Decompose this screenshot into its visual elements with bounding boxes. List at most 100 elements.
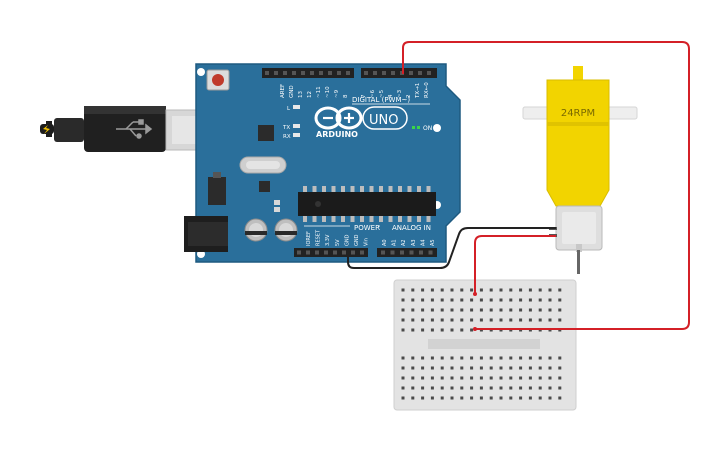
breadboard-hole[interactable] [519, 356, 523, 360]
breadboard-hole[interactable] [548, 356, 552, 360]
breadboard-hole[interactable] [430, 308, 434, 312]
breadboard-hole[interactable] [519, 318, 523, 322]
header-pin-hole[interactable] [301, 71, 305, 75]
breadboard-hole[interactable] [411, 396, 415, 400]
breadboard-hole[interactable] [470, 396, 474, 400]
reset-button-cap[interactable] [212, 74, 224, 86]
breadboard-hole[interactable] [430, 328, 434, 332]
header-pin-hole[interactable] [310, 71, 314, 75]
breadboard-hole[interactable] [440, 386, 444, 390]
header-pin-hole[interactable] [297, 250, 301, 255]
breadboard-hole[interactable] [411, 298, 415, 302]
breadboard-hole[interactable] [460, 376, 464, 380]
breadboard-hole[interactable] [558, 288, 562, 292]
breadboard-hole[interactable] [489, 356, 493, 360]
breadboard-hole[interactable] [538, 318, 542, 322]
breadboard-hole[interactable] [470, 308, 474, 312]
header-pin-hole[interactable] [427, 71, 431, 75]
header-pin-hole[interactable] [400, 250, 404, 255]
breadboard-hole[interactable] [470, 386, 474, 390]
breadboard-hole[interactable] [430, 288, 434, 292]
breadboard-hole[interactable] [460, 308, 464, 312]
breadboard-hole[interactable] [489, 308, 493, 312]
breadboard-hole[interactable] [440, 298, 444, 302]
header-pin-hole[interactable] [391, 71, 395, 75]
breadboard-hole[interactable] [440, 288, 444, 292]
breadboard-hole[interactable] [470, 328, 474, 332]
breadboard-hole[interactable] [450, 386, 454, 390]
breadboard-hole[interactable] [401, 376, 405, 380]
breadboard-hole[interactable] [450, 318, 454, 322]
header-pin-hole[interactable] [418, 71, 422, 75]
breadboard-hole[interactable] [411, 288, 415, 292]
breadboard-hole[interactable] [538, 386, 542, 390]
breadboard-hole[interactable] [479, 366, 483, 370]
breadboard-hole[interactable] [421, 298, 425, 302]
breadboard-hole[interactable] [558, 356, 562, 360]
breadboard-hole[interactable] [460, 386, 464, 390]
breadboard-hole[interactable] [499, 386, 503, 390]
breadboard-hole[interactable] [440, 356, 444, 360]
breadboard-hole[interactable] [519, 308, 523, 312]
breadboard-hole[interactable] [489, 386, 493, 390]
breadboard-hole[interactable] [421, 366, 425, 370]
breadboard-hole[interactable] [509, 376, 513, 380]
breadboard-hole[interactable] [499, 308, 503, 312]
breadboard-hole[interactable] [460, 328, 464, 332]
breadboard-hole[interactable] [528, 356, 532, 360]
breadboard-hole[interactable] [411, 328, 415, 332]
breadboard-hole[interactable] [558, 298, 562, 302]
breadboard-hole[interactable] [450, 366, 454, 370]
breadboard-hole[interactable] [538, 376, 542, 380]
breadboard-hole[interactable] [479, 288, 483, 292]
breadboard-hole[interactable] [528, 288, 532, 292]
power-header[interactable] [294, 248, 368, 257]
header-pin-hole[interactable] [292, 71, 296, 75]
breadboard-hole[interactable] [479, 376, 483, 380]
mini-breadboard[interactable] [393, 279, 577, 411]
breadboard-hole[interactable] [421, 396, 425, 400]
breadboard-hole[interactable] [430, 298, 434, 302]
breadboard-hole[interactable] [421, 288, 425, 292]
breadboard-hole[interactable] [460, 366, 464, 370]
breadboard-hole[interactable] [519, 386, 523, 390]
breadboard-hole[interactable] [489, 376, 493, 380]
wires[interactable] [347, 41, 690, 331]
breadboard-hole[interactable] [430, 366, 434, 370]
breadboard-hole[interactable] [450, 298, 454, 302]
header-pin-hole[interactable] [342, 250, 346, 255]
breadboard-hole[interactable] [460, 318, 464, 322]
breadboard-hole[interactable] [528, 318, 532, 322]
breadboard-hole[interactable] [421, 318, 425, 322]
header-pin-hole[interactable] [381, 250, 385, 255]
breadboard-hole[interactable] [470, 318, 474, 322]
breadboard-hole[interactable] [450, 328, 454, 332]
breadboard-hole[interactable] [548, 396, 552, 400]
bottom-pin-holes[interactable] [297, 250, 433, 255]
digital-header[interactable] [262, 68, 437, 78]
breadboard-hole[interactable] [401, 308, 405, 312]
header-pin-hole[interactable] [419, 250, 423, 255]
breadboard-hole[interactable] [558, 318, 562, 322]
breadboard-hole[interactable] [401, 366, 405, 370]
breadboard-hole[interactable] [450, 396, 454, 400]
breadboard-hole[interactable] [499, 396, 503, 400]
breadboard-hole[interactable] [440, 366, 444, 370]
breadboard-hole[interactable] [499, 356, 503, 360]
breadboard-hole[interactable] [479, 396, 483, 400]
breadboard-hole[interactable] [450, 288, 454, 292]
breadboard-hole[interactable] [548, 376, 552, 380]
breadboard-hole[interactable] [519, 288, 523, 292]
breadboard-hole[interactable] [509, 396, 513, 400]
header-pin-hole[interactable] [390, 250, 395, 255]
breadboard-hole[interactable] [509, 366, 513, 370]
breadboard-hole[interactable] [430, 318, 434, 322]
red-wire-digital-to-breadboard[interactable] [402, 41, 690, 330]
header-pin-hole[interactable] [364, 71, 368, 75]
header-pin-hole[interactable] [306, 250, 310, 255]
breadboard-hole[interactable] [519, 396, 523, 400]
breadboard-hole[interactable] [528, 396, 532, 400]
breadboard-hole[interactable] [499, 366, 503, 370]
breadboard-hole[interactable] [548, 318, 552, 322]
breadboard-hole[interactable] [470, 298, 474, 302]
